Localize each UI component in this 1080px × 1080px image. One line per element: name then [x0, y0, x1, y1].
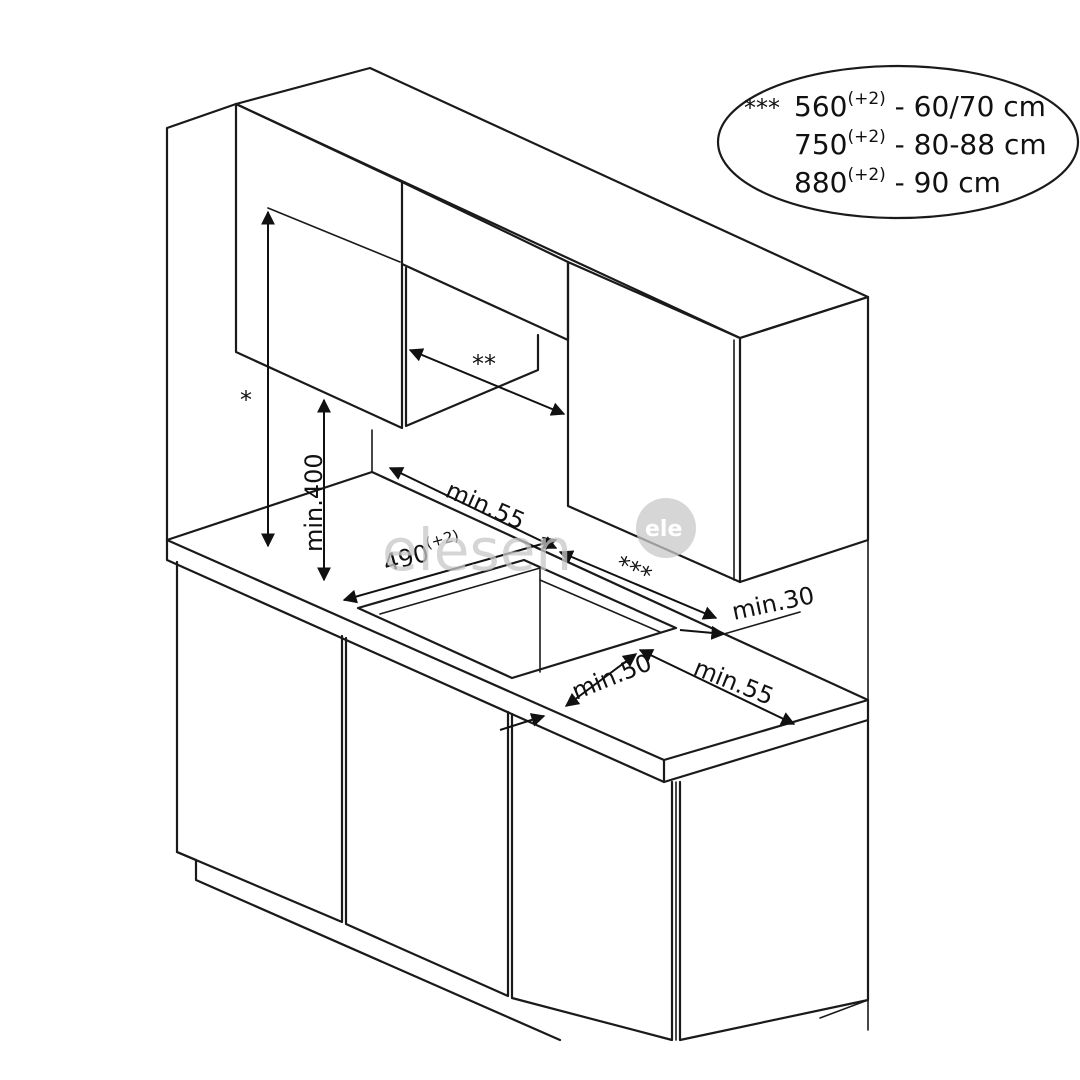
- legend-row-2: 880(+2) - 90 cm: [794, 165, 1001, 199]
- dim-min55-back-line: [388, 467, 558, 549]
- wall-left-edge: [165, 102, 238, 542]
- upper-cabinet-middle: [400, 180, 570, 342]
- dim-490-line: [342, 536, 558, 604]
- legend: *** 560(+2) - 60/70 cm 750(+2) - 80-88 c…: [716, 64, 1080, 220]
- dim-star-double: **: [472, 350, 496, 378]
- legend-marker: ***: [744, 94, 780, 122]
- base-cabinet-right-door: [510, 712, 674, 1042]
- watermark-text: elesen: [382, 516, 572, 584]
- dim-min30-line: [679, 625, 726, 640]
- base-cabinets: [175, 560, 870, 1042]
- hood-box: [404, 266, 540, 428]
- dim-star-double-line: [408, 348, 566, 416]
- watermark: elesen ele: [382, 498, 696, 584]
- dim-star-triple-line: [558, 550, 718, 620]
- dim-min55-front-label: min.55: [690, 654, 778, 711]
- dim-490-label: 490(+2): [379, 526, 464, 578]
- dim-min50-side-tick: [499, 713, 546, 731]
- dim-star-single: *: [240, 386, 252, 414]
- dim-min55-front-line: [638, 649, 796, 725]
- legend-ellipse: [716, 64, 1080, 220]
- dim-min400-label: min.400: [300, 453, 328, 552]
- plinth: [175, 850, 562, 1042]
- watermark-logo-text: ele: [645, 517, 682, 542]
- base-cabinet-side: [678, 718, 870, 1042]
- countertop-right-edge: [662, 698, 870, 784]
- legend-row-1: 750(+2) - 80-88 cm: [794, 127, 1047, 161]
- base-cabinet-left-door: [175, 560, 344, 924]
- base-cabinet-middle-door: [344, 636, 510, 998]
- dim-min50-line: [564, 653, 638, 707]
- legend-row-0: 560(+2) - 60/70 cm: [794, 89, 1046, 123]
- upper-cabinet-left: [234, 102, 404, 430]
- watermark-logo-icon: [636, 498, 696, 558]
- upper-cabinet-right-side: [738, 295, 870, 584]
- countertop-front-edge: [165, 538, 666, 784]
- dimensions: * min.400 ** min.55 490(+2) *** min.30 m…: [240, 207, 817, 731]
